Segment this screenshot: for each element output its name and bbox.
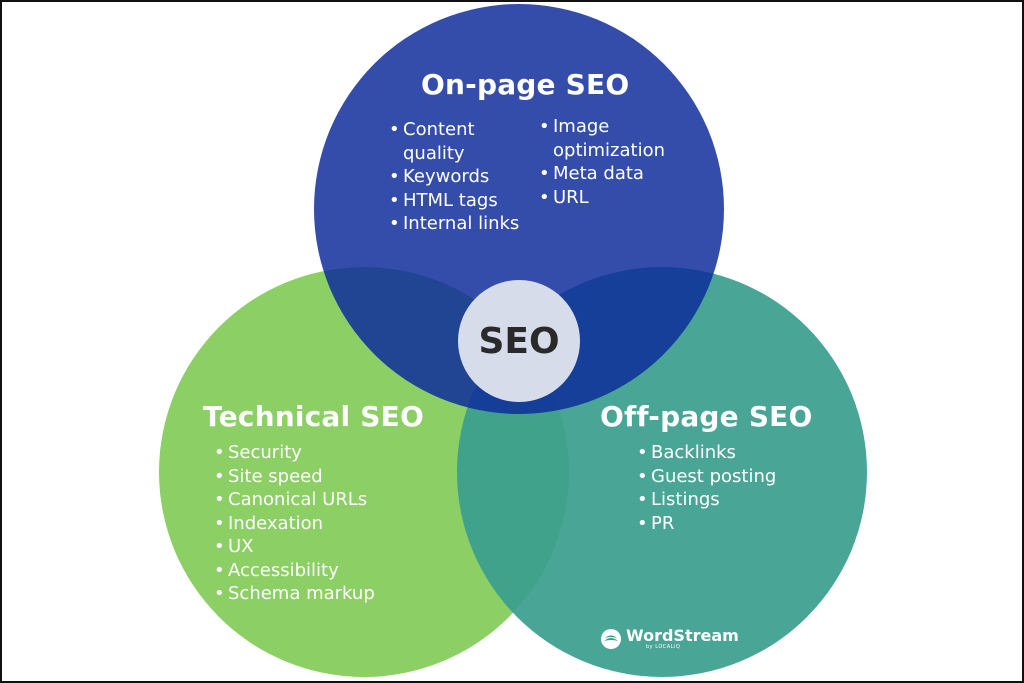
onpage-seo-item: Keywords	[389, 165, 529, 189]
logo-sub: by LOCALiQ	[646, 643, 681, 650]
onpage-seo-item: URL	[539, 186, 679, 210]
technical-seo-item: UX	[214, 535, 375, 559]
offpage-seo-item: Listings	[637, 488, 776, 512]
onpage-seo-list-left: ContentqualityKeywordsHTML tagsInternal …	[389, 118, 529, 236]
offpage-seo-list: BacklinksGuest postingListingsPR	[637, 441, 776, 535]
wordstream-logo: WordStream by LOCALiQ	[601, 626, 739, 652]
technical-seo-item: Accessibility	[214, 559, 375, 583]
onpage-seo-item: Meta data	[539, 162, 679, 186]
onpage-seo-title: On-page SEO	[421, 68, 630, 101]
offpage-seo-title: Off-page SEO	[600, 400, 813, 433]
seo-center-label: SEO	[478, 320, 560, 362]
technical-seo-item: Security	[214, 441, 375, 465]
onpage-seo-item: HTML tags	[389, 189, 529, 213]
technical-seo-list: SecuritySite speedCanonical URLsIndexati…	[214, 441, 375, 606]
logo-name: WordStream	[626, 625, 739, 645]
technical-seo-item: Indexation	[214, 512, 375, 536]
seo-center-circle	[458, 280, 580, 402]
offpage-seo-item: Backlinks	[637, 441, 776, 465]
technical-seo-title: Technical SEO	[203, 400, 424, 433]
onpage-seo-list-right: ImageoptimizationMeta dataURL	[539, 115, 679, 209]
wordstream-logo-icon	[601, 629, 621, 649]
offpage-seo-item: PR	[637, 512, 776, 536]
technical-seo-item: Canonical URLs	[214, 488, 375, 512]
technical-seo-item: Schema markup	[214, 582, 375, 606]
offpage-seo-item: Guest posting	[637, 465, 776, 489]
technical-seo-item: Site speed	[214, 465, 375, 489]
onpage-seo-item: Internal links	[389, 212, 529, 236]
